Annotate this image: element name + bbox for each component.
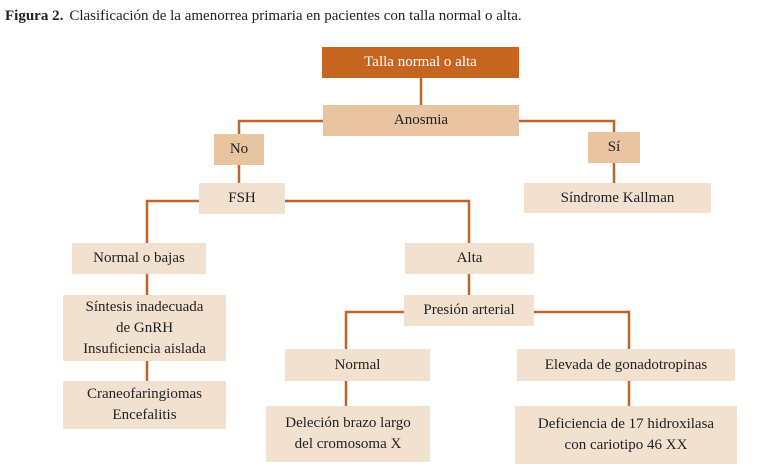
- node-line: Insuficiencia aislada: [83, 340, 206, 357]
- node-line: de GnRH: [115, 319, 174, 336]
- node-presion-arterial: Presión arterial: [404, 295, 534, 326]
- node-line: Deleción brazo largo: [285, 415, 411, 431]
- node-si: Sí: [588, 132, 640, 163]
- connector-fsh-alta: [285, 199, 471, 243]
- node-delecion-brazo-largo: Deleción brazo largo del cromosoma X: [266, 406, 430, 462]
- connector-presion-normal: [344, 310, 404, 349]
- connector-presion-elevada: [534, 310, 631, 349]
- figure-title: Clasificación de la amenorrea primaria e…: [69, 8, 522, 24]
- node-sindrome-kallman: Síndrome Kallman: [524, 183, 711, 213]
- node-normal-o-bajas: Normal o bajas: [72, 243, 206, 274]
- node-deficiencia-17-hidroxilasa: Deficiencia de 17 hidroxilasa con cariot…: [515, 406, 737, 464]
- node-line: Deficiencia de 17 hidroxilasa: [537, 416, 715, 432]
- node-line: Craneofaringiomas: [87, 386, 202, 402]
- node-elevada-gonadotropinas: Elevada de gonadotropinas: [517, 349, 735, 381]
- node-line: Síntesis inadecuada: [85, 298, 204, 315]
- figure-label: Figura 2.: [5, 8, 64, 24]
- connector-fsh-normal-bajas: [145, 199, 199, 243]
- node-line: del cromosoma X: [294, 436, 402, 452]
- node-line: con cariotipo 46 XX: [564, 437, 688, 453]
- figure-caption: Figura 2. Clasificación de la amenorrea p…: [5, 8, 522, 25]
- node-alta: Alta: [405, 243, 534, 274]
- connector-anosmia-no: [237, 119, 323, 134]
- node-sintesis-inadecuada: Síntesis inadecuada de GnRH Insuficienci…: [63, 295, 226, 361]
- connector-anosmia-si: [519, 119, 616, 132]
- node-craneofaringiomas: Craneofaringiomas Encefalitis: [63, 381, 226, 429]
- node-fsh: FSH: [199, 183, 285, 214]
- node-talla-normal-alta: Talla normal o alta: [322, 47, 519, 78]
- node-anosmia: Anosmia: [323, 105, 519, 136]
- node-no: No: [214, 134, 264, 165]
- node-line: Encefalitis: [112, 407, 177, 423]
- node-normal: Normal: [285, 349, 430, 381]
